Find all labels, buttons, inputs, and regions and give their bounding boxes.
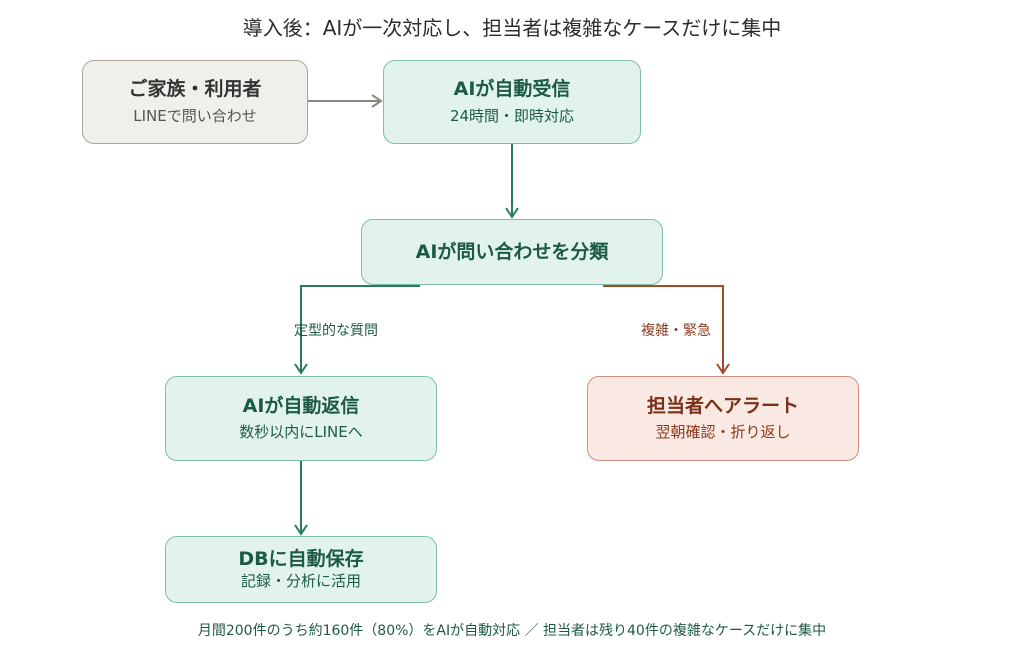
node-staff-alert-subtitle: 翌朝確認・折り返し xyxy=(655,423,791,442)
node-ai-reply: AIが自動返信 数秒以内にLINEへ xyxy=(165,376,437,461)
summary-footer: 月間200件のうち約160件（80%）をAIが自動対応 ／ 担当者は残り40件の… xyxy=(197,623,827,639)
node-ai-reply-subtitle: 数秒以内にLINEへ xyxy=(239,423,363,442)
node-ai-receive: AIが自動受信 24時間・即時対応 xyxy=(383,60,641,144)
node-staff-alert-title: 担当者へアラート xyxy=(646,394,799,417)
node-user-title: ご家族・利用者 xyxy=(128,78,262,101)
arrow-classify-to-reply xyxy=(294,285,420,375)
node-ai-reply-title: AIが自動返信 xyxy=(242,394,360,417)
node-ai-receive-title: AIが自動受信 xyxy=(453,78,571,101)
node-staff-alert: 担当者へアラート 翌朝確認・折り返し xyxy=(587,376,859,461)
arrow-receive-to-classify xyxy=(505,144,519,219)
node-user: ご家族・利用者 LINEで問い合わせ xyxy=(82,60,308,144)
node-ai-receive-subtitle: 24時間・即時対応 xyxy=(449,106,575,125)
arrow-user-to-receive xyxy=(308,94,383,108)
edge-label-routine: 定型的な質問 xyxy=(294,323,378,339)
node-user-subtitle: LINEで問い合わせ xyxy=(133,106,257,125)
edge-label-complex: 複雑・緊急 xyxy=(641,323,711,339)
diagram-title: 導入後：AIが一次対応し、担当者は複雑なケースだけに集中 xyxy=(242,16,782,40)
node-db-save-subtitle: 記録・分析に活用 xyxy=(240,572,361,591)
node-db-save-title: DBに自動保存 xyxy=(238,547,364,570)
arrow-classify-to-alert xyxy=(603,285,730,375)
node-db-save: DBに自動保存 記録・分析に活用 xyxy=(165,536,437,603)
node-ai-classify: AIが問い合わせを分類 xyxy=(361,219,663,285)
node-ai-classify-title: AIが問い合わせを分類 xyxy=(415,240,609,263)
arrow-reply-to-db xyxy=(294,461,308,536)
